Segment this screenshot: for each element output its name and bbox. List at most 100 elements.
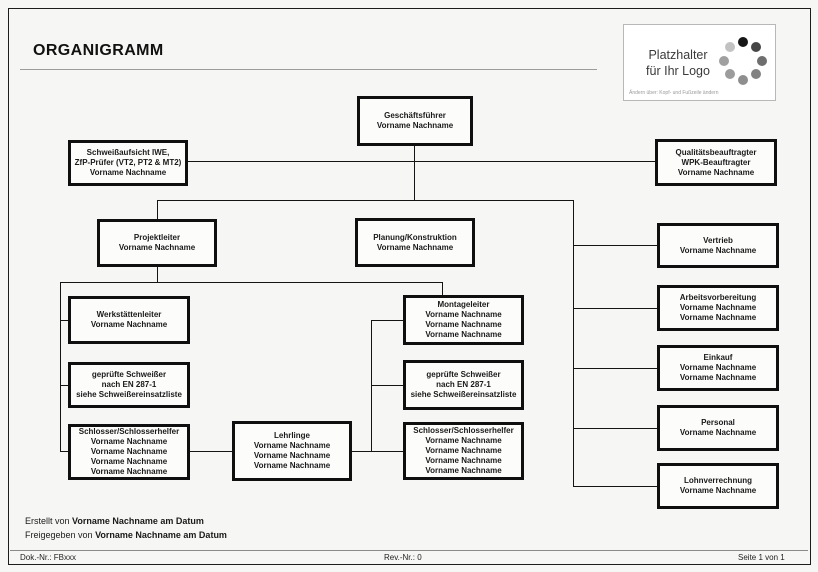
connector-line	[157, 267, 158, 283]
box-title: Einkauf	[703, 353, 733, 362]
box-line: Vorname Nachname	[679, 373, 757, 382]
org-box-schweissaufsicht: Schweißaufsicht IWE, ZfP-Prüfer (VT2, PT…	[68, 140, 188, 186]
connector-line	[371, 385, 403, 386]
org-box-einkauf: Einkauf Vorname Nachname Vorname Nachnam…	[657, 345, 779, 391]
box-line: Vorname Nachname	[677, 167, 755, 177]
org-box-planung-konstruktion: Planung/Konstruktion Vorname Nachname	[355, 218, 475, 267]
box-line: Vorname Nachname	[253, 451, 331, 460]
logo-dot-icon	[725, 69, 735, 79]
footer-rev-number: Rev.-Nr.: 0	[384, 553, 422, 562]
box-line: Vorname Nachname	[679, 303, 757, 312]
box-line: siehe Schweißereinsatzliste	[76, 390, 182, 399]
connector-line	[573, 308, 657, 309]
box-line: Vorname Nachname	[90, 447, 168, 456]
org-box-schlosser-links: Schlosser/Schlosserhelfer Vorname Nachna…	[68, 424, 190, 480]
connector-line	[157, 200, 158, 219]
box-line: Vorname Nachname	[425, 310, 502, 319]
logo-placeholder-text: Platzhalter für Ihr Logo	[632, 47, 724, 79]
logo-dot-icon	[751, 42, 761, 52]
logo-text-line1: Platzhalter	[648, 48, 708, 62]
box-title: Schlosser/Schlosserhelfer	[78, 427, 180, 436]
box-line: Vorname Nachname	[425, 446, 502, 455]
connector-line	[60, 451, 68, 452]
box-line: Vorname Nachname	[90, 467, 168, 476]
org-box-vertrieb: Vertrieb Vorname Nachname	[657, 223, 779, 268]
box-line: Vorname Nachname	[425, 330, 502, 339]
org-box-personal: Personal Vorname Nachname	[657, 405, 779, 451]
footer-doc-number: Dok.-Nr.: FBxxx	[20, 553, 77, 562]
connector-line	[371, 451, 403, 452]
box-line: Vorname Nachname	[679, 245, 757, 255]
logo-placeholder-note: Ändern über: Kopf- und Fußzeile ändern	[629, 90, 719, 96]
connector-line	[573, 486, 657, 487]
connector-line	[414, 146, 415, 200]
box-line: Vorname Nachname	[679, 428, 757, 437]
box-title: Personal	[701, 418, 735, 427]
connector-line	[573, 245, 657, 246]
box-line: Vorname Nachname	[679, 313, 757, 322]
box-line: Vorname Nachname	[425, 436, 502, 445]
released-by-line: Freigegeben von Vorname Nachname am Datu…	[25, 529, 227, 542]
box-line: Vorname Nachname	[253, 441, 331, 450]
logo-dot-icon	[751, 69, 761, 79]
connector-line	[60, 320, 68, 321]
box-line: siehe Schweißereinsatzliste	[410, 390, 517, 399]
released-by-value: Vorname Nachname am Datum	[95, 530, 227, 540]
logo-dot-icon	[725, 42, 735, 52]
org-box-werkstaettenleiter: Werkstättenleiter Vorname Nachname	[68, 296, 190, 344]
logo-placeholder: Platzhalter für Ihr Logo Ändern über: Ko…	[623, 24, 776, 101]
box-title: Schlosser/Schlosserhelfer	[413, 426, 514, 435]
box-title: Schweißaufsicht IWE,	[86, 148, 170, 157]
page-title: ORGANIGRAMM	[33, 42, 164, 59]
connector-line	[60, 282, 442, 283]
box-title: Geschäftsführer	[384, 111, 446, 120]
connector-line	[157, 200, 574, 201]
box-title: Arbeitsvorbereitung	[679, 293, 757, 302]
box-line: ZfP-Prüfer (VT2, PT2 & MT2)	[74, 158, 182, 167]
box-title: Montageleiter	[437, 300, 490, 309]
connector-line	[352, 451, 371, 452]
connector-line	[442, 282, 443, 295]
org-box-montageleiter: Montageleiter Vorname Nachname Vorname N…	[403, 295, 524, 345]
org-box-lohnverrechnung: Lohnverrechnung Vorname Nachname	[657, 463, 779, 509]
box-line: nach EN 287-1	[436, 380, 491, 389]
box-title: geprüfte Schweißer	[426, 370, 501, 379]
org-box-geprueefte-schweisser-links: geprüfte Schweißer nach EN 287-1 siehe S…	[68, 362, 190, 408]
connector-line	[60, 385, 68, 386]
box-line: WPK-Beauftragter	[681, 157, 751, 167]
org-box-geschaeftsfuehrer: Geschäftsführer Vorname Nachname	[357, 96, 473, 146]
box-line: Vorname Nachname	[679, 363, 757, 372]
page-border	[8, 8, 811, 565]
box-line: Vorname Nachname	[90, 457, 168, 466]
released-by-prefix: Freigegeben von	[25, 530, 96, 540]
connector-line	[188, 161, 655, 162]
org-box-projektleiter: Projektleiter Vorname Nachname	[97, 219, 217, 267]
connector-line	[573, 368, 657, 369]
created-by-line: Erstellt von Vorname Nachname am Datum	[25, 515, 204, 528]
box-title: Planung/Konstruktion	[373, 232, 457, 242]
connector-line	[371, 320, 403, 321]
connector-line	[60, 282, 61, 452]
footer-page-number: Seite 1 von 1	[738, 553, 785, 562]
box-line: Vorname Nachname	[118, 243, 196, 252]
logo-dot-icon	[719, 56, 729, 66]
box-line: Vorname Nachname	[89, 168, 167, 177]
box-line: Vorname Nachname	[679, 486, 757, 495]
box-title: Werkstättenleiter	[96, 310, 162, 319]
footer-rule	[10, 550, 808, 551]
box-title: Qualitätsbeauftragter	[675, 147, 757, 157]
box-line: nach EN 287-1	[101, 380, 157, 389]
org-box-lehrlinge: Lehrlinge Vorname Nachname Vorname Nachn…	[232, 421, 352, 481]
created-by-prefix: Erstellt von	[25, 516, 73, 526]
box-title: Lohnverrechnung	[683, 476, 752, 485]
org-box-qualitaetsbeauftragter: Qualitätsbeauftragter WPK-Beauftragter V…	[655, 139, 777, 186]
title-underline	[20, 69, 597, 70]
box-line: Vorname Nachname	[425, 320, 502, 329]
logo-text-line2: für Ihr Logo	[646, 64, 710, 78]
logo-dot-icon	[738, 37, 748, 47]
connector-line	[573, 200, 574, 487]
logo-dot-icon	[757, 56, 767, 66]
box-title: Projektleiter	[133, 233, 181, 242]
box-line: Vorname Nachname	[90, 437, 168, 446]
